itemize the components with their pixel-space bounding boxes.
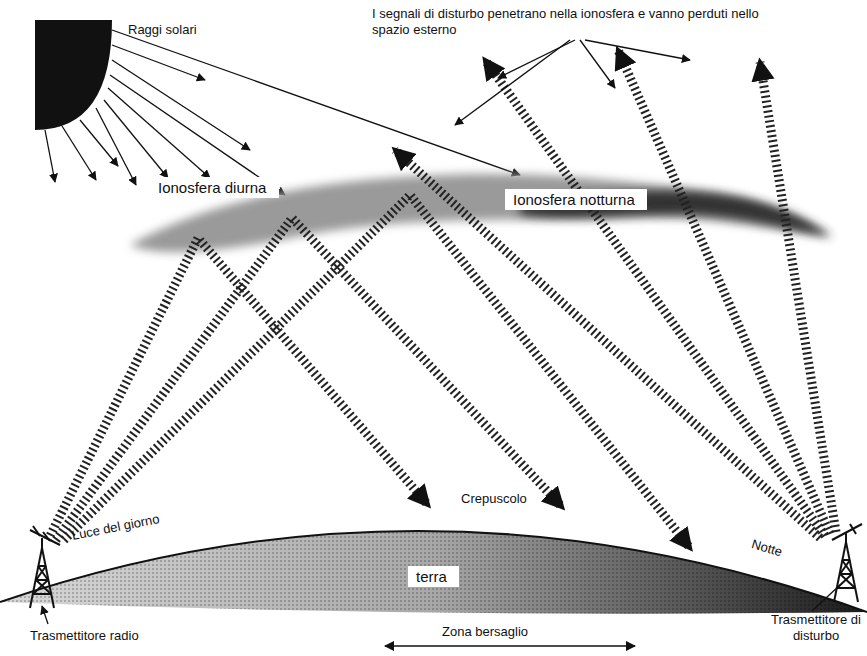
sun-rays-label: Raggi solari [128, 22, 197, 38]
jammer-label: Trasmettitore di disturbo [768, 612, 864, 643]
twilight-label: Crepuscolo [458, 491, 530, 507]
target-zone-label: Zona bersaglio [442, 624, 528, 640]
radio-transmitter [30, 526, 60, 608]
ionosphere-label: Ionosfera notturna [505, 189, 647, 210]
note-text: I segnali di disturbo penetrano nella io… [372, 6, 782, 37]
ionosphere-label: Ionosfera diurna [150, 177, 279, 198]
transmitter-label: Trasmettitore radio [30, 628, 139, 644]
earth-label: terra [408, 566, 459, 587]
night-label: Notte [750, 536, 784, 560]
jammer-leader [812, 585, 840, 611]
transmitter-leader [42, 606, 48, 624]
node-text: terra [416, 568, 447, 585]
sun-rays [45, 30, 520, 195]
note-leaders [455, 40, 690, 125]
earth [0, 531, 867, 614]
sun [35, 20, 112, 130]
reflected-radio-waves [48, 195, 690, 548]
jamming-transmitter [832, 524, 862, 602]
target-zone-arrow [385, 645, 635, 647]
jamming-waves [395, 50, 836, 538]
node-text: Ionosfera diurna [158, 179, 266, 196]
node-text: Ionosfera notturna [513, 191, 635, 208]
